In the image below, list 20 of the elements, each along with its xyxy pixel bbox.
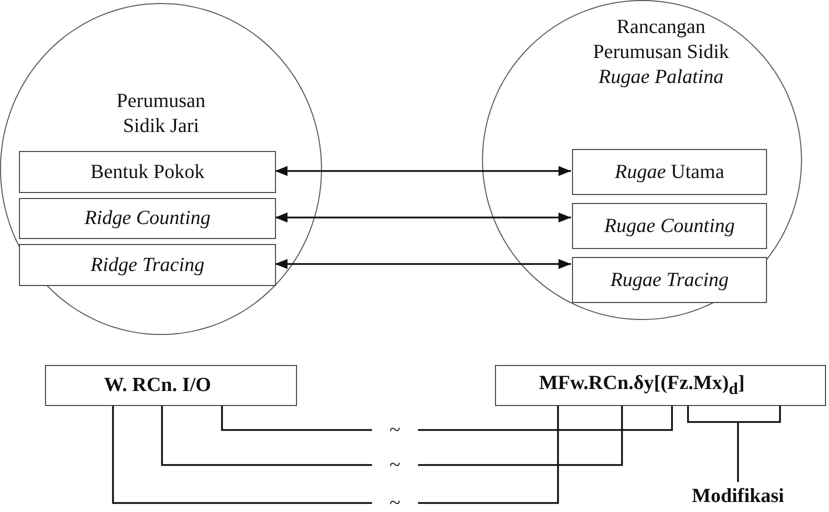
connector-line xyxy=(687,405,781,483)
process-box: Bentuk Pokok xyxy=(19,151,276,193)
process-box: Rugae Utama xyxy=(572,149,767,195)
double-arrow xyxy=(275,258,571,270)
process-box: Ridge Tracing xyxy=(19,244,276,286)
process-box: Rugae Tracing xyxy=(572,257,767,303)
connector-line xyxy=(161,406,623,466)
circle-outline xyxy=(482,0,802,320)
annotation-label: Modifikasi xyxy=(680,482,796,510)
circle-outline xyxy=(0,3,322,335)
circle-title: Rancangan Perumusan Sidik Rugae Palatina xyxy=(592,15,730,90)
connector-line xyxy=(221,406,673,431)
connector-line xyxy=(112,406,559,504)
process-box: Rugae Counting xyxy=(572,203,767,249)
circle-title: Perumusan Sidik Jari xyxy=(116,89,206,139)
double-arrow xyxy=(275,212,571,223)
process-box: Ridge Counting xyxy=(19,198,276,239)
formula-box: MFw.RCn.δy[(Fz.Mx)$_{d}$] xyxy=(495,365,826,406)
double-arrow xyxy=(275,166,571,176)
formula-box: W. RCn. I/O xyxy=(45,365,297,406)
